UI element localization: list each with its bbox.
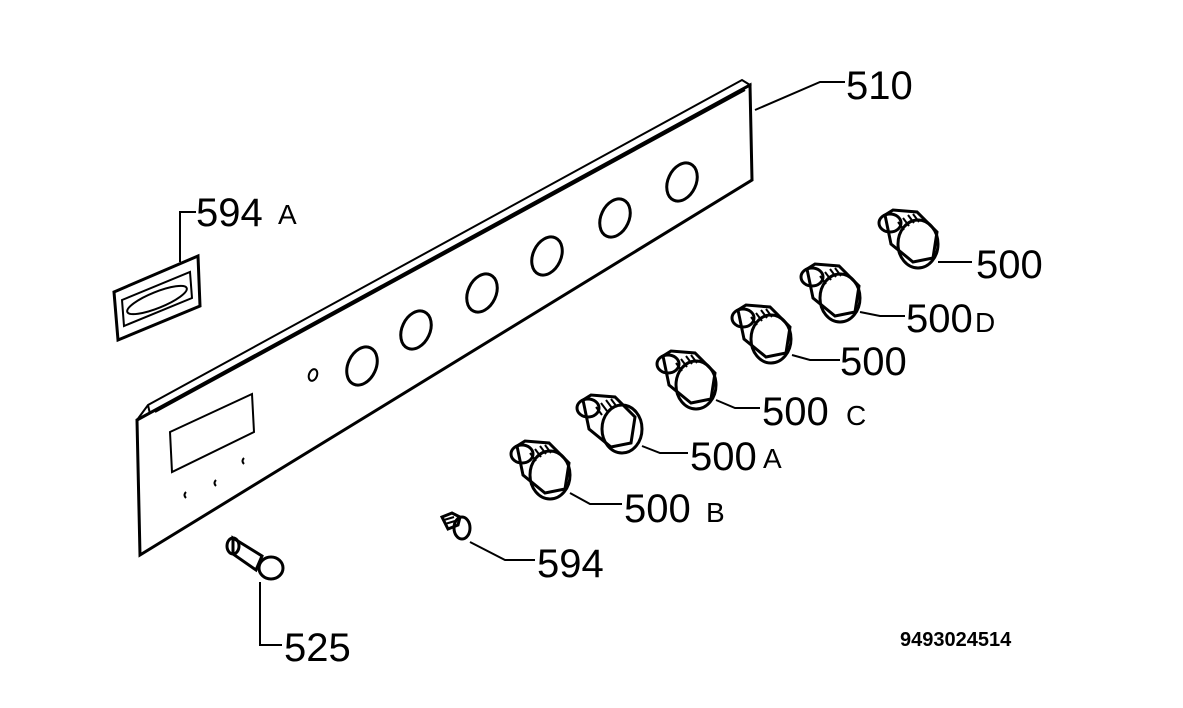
pin-525 xyxy=(225,535,285,581)
label-500b-suffix: B xyxy=(706,497,725,528)
label-500-mid: 500 xyxy=(840,340,907,384)
label-500a: 500 xyxy=(690,435,757,479)
knob-500d xyxy=(799,262,862,324)
bracket-594a xyxy=(112,248,202,343)
label-500a-suffix: A xyxy=(763,443,782,474)
label-525: 525 xyxy=(284,626,351,670)
label-500c: 500 xyxy=(762,390,829,434)
knob-500a xyxy=(575,393,644,455)
knob-500-mid xyxy=(730,303,793,365)
control-panel-510 xyxy=(135,78,754,558)
label-594a: 594 xyxy=(196,191,263,235)
drawing-number: 9493024514 xyxy=(900,629,1012,651)
label-500d-suffix: D xyxy=(975,307,995,338)
label-500c-suffix: C xyxy=(846,400,866,431)
knob-500-top xyxy=(877,208,940,270)
label-510: 510 xyxy=(846,64,913,108)
label-594: 594 xyxy=(537,542,604,586)
screw-594 xyxy=(439,511,472,541)
label-500-top: 500 xyxy=(976,243,1043,287)
knob-500c xyxy=(655,349,718,411)
label-500d: 500 xyxy=(906,297,973,341)
leader-lines xyxy=(179,81,972,646)
label-500b: 500 xyxy=(624,487,691,531)
label-594a-suffix: A xyxy=(278,199,297,230)
knob-500b xyxy=(509,439,572,501)
